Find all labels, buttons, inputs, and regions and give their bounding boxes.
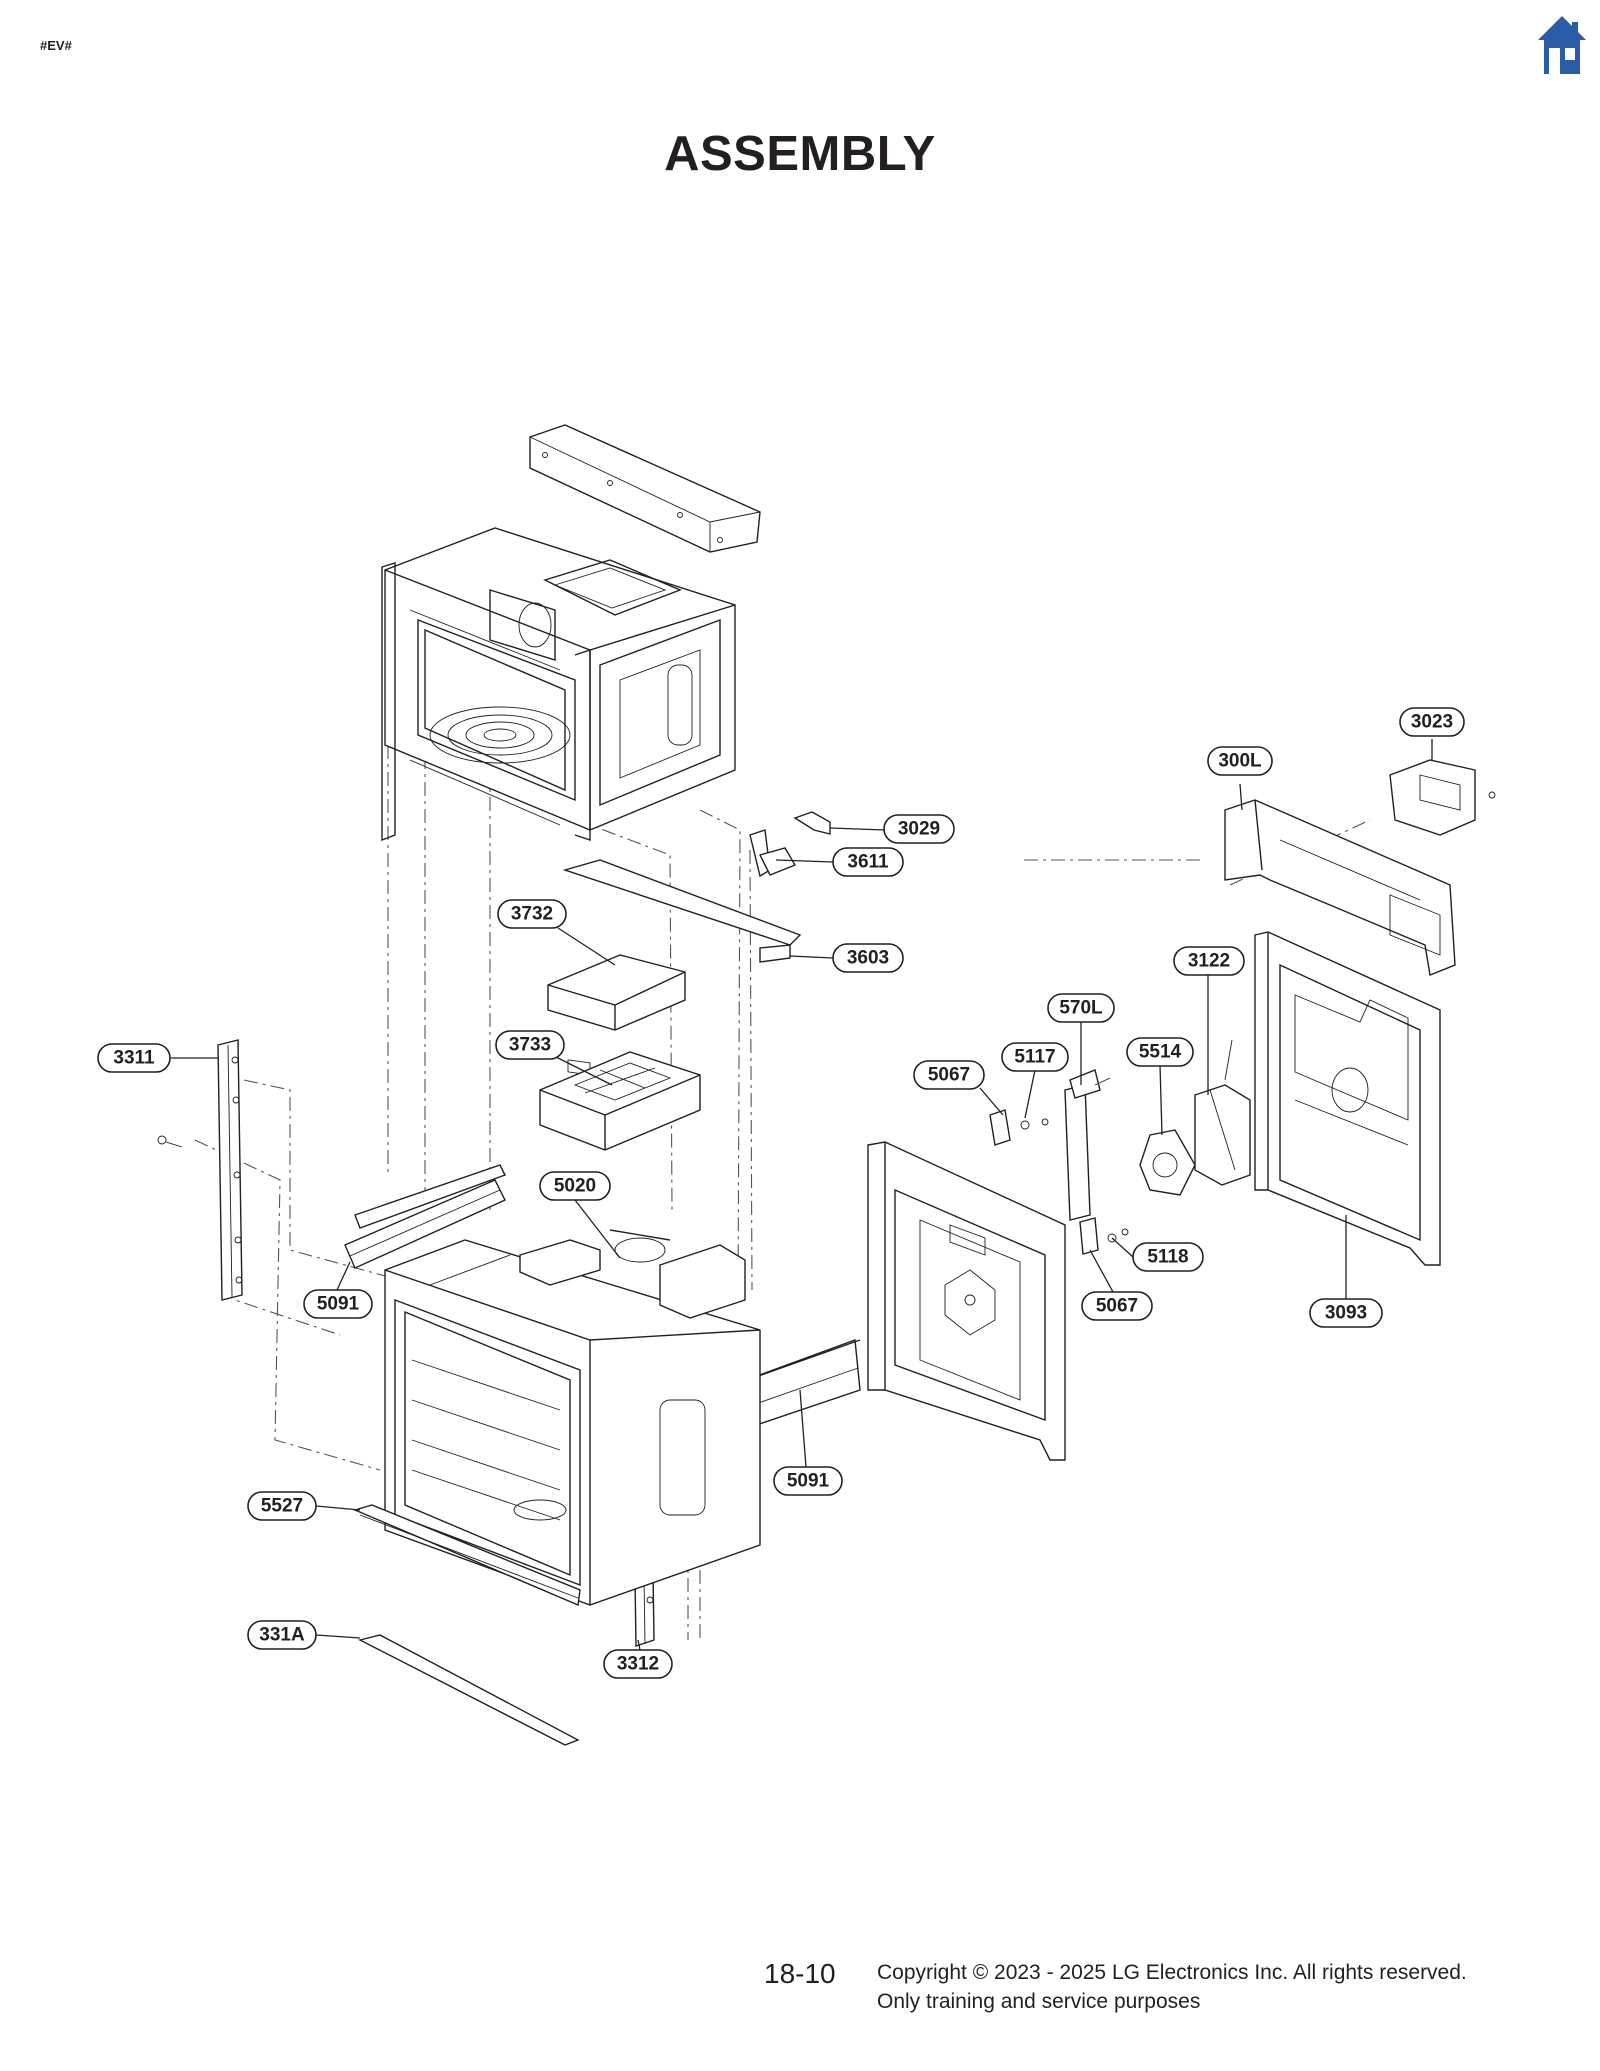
svg-text:3611: 3611 bbox=[847, 852, 889, 873]
heater-3122-part bbox=[1194, 1039, 1251, 1186]
callout-5117: 5117 bbox=[1001, 1042, 1069, 1072]
svg-text:3732: 3732 bbox=[511, 904, 553, 925]
page-number: 18-10 bbox=[764, 1958, 836, 1989]
callout-3733: 3733 bbox=[495, 1030, 565, 1060]
top-cover-part bbox=[529, 424, 761, 553]
callout-3732: 3732 bbox=[497, 899, 567, 929]
svg-text:3029: 3029 bbox=[898, 819, 940, 840]
trim-5527-part bbox=[352, 1504, 581, 1607]
usage-note: Only training and service purposes bbox=[877, 1990, 1201, 2013]
sensor-570L-part bbox=[1064, 1069, 1111, 1221]
svg-text:5527: 5527 bbox=[261, 1496, 303, 1517]
callout-5020: 5020 bbox=[539, 1171, 611, 1201]
svg-text:3603: 3603 bbox=[847, 948, 889, 969]
svg-text:3122: 3122 bbox=[1188, 951, 1230, 972]
trim-5091-left-part bbox=[344, 1164, 506, 1269]
motor-5514-part bbox=[1139, 1129, 1196, 1196]
callout-3311: 3311 bbox=[97, 1043, 171, 1073]
callout-3603: 3603 bbox=[832, 943, 904, 973]
callout-5514: 5514 bbox=[1126, 1037, 1194, 1067]
back-panel-3093-part bbox=[1254, 931, 1441, 1266]
svg-text:5091: 5091 bbox=[317, 1294, 360, 1315]
svg-text:5067: 5067 bbox=[928, 1065, 970, 1086]
module-3732-part bbox=[547, 954, 686, 1076]
callout-5091-right: 5091 bbox=[773, 1466, 843, 1496]
svg-text:300L: 300L bbox=[1218, 751, 1262, 772]
svg-text:3733: 3733 bbox=[509, 1035, 551, 1056]
vent-cover-3023-part bbox=[1389, 759, 1496, 836]
callout-5091-left: 5091 bbox=[303, 1289, 373, 1319]
callout-5118: 5118 bbox=[1132, 1242, 1204, 1272]
document-tag: #EV# bbox=[40, 38, 72, 53]
bracket-3603-part bbox=[562, 859, 802, 963]
rear-panel-part bbox=[867, 1141, 1066, 1461]
svg-text:3312: 3312 bbox=[617, 1654, 659, 1675]
copyright-notice: Copyright © 2023 - 2025 LG Electronics I… bbox=[877, 1958, 1467, 2016]
svg-text:331A: 331A bbox=[259, 1625, 305, 1646]
svg-text:3311: 3311 bbox=[113, 1048, 155, 1069]
small-bracket-5067-upper-part bbox=[989, 1109, 1049, 1146]
svg-text:570L: 570L bbox=[1059, 998, 1103, 1019]
small-bracket-5067-lower-part bbox=[1079, 1217, 1129, 1255]
svg-text:3093: 3093 bbox=[1325, 1303, 1367, 1324]
callout-3023: 3023 bbox=[1399, 707, 1465, 737]
callout-5067-upper: 5067 bbox=[913, 1060, 985, 1090]
callout-3312: 3312 bbox=[603, 1649, 673, 1679]
svg-text:5117: 5117 bbox=[1014, 1047, 1055, 1068]
side-rail-3311-part bbox=[157, 1039, 243, 1301]
callout-3029: 3029 bbox=[883, 814, 955, 844]
svg-text:5091: 5091 bbox=[787, 1471, 830, 1492]
callout-5527: 5527 bbox=[247, 1491, 317, 1521]
callout-3122: 3122 bbox=[1173, 946, 1245, 976]
cover-300L-part bbox=[1224, 799, 1456, 976]
svg-text:5514: 5514 bbox=[1139, 1042, 1182, 1063]
home-icon[interactable] bbox=[1536, 14, 1588, 76]
callout-3093: 3093 bbox=[1309, 1298, 1383, 1328]
svg-text:5067: 5067 bbox=[1096, 1296, 1138, 1317]
callout-570L: 570L bbox=[1047, 993, 1115, 1023]
lower-oven-cavity-part bbox=[384, 1229, 761, 1606]
upper-oven-cavity-part bbox=[381, 527, 736, 842]
module-3733-part bbox=[539, 1051, 701, 1151]
strip-331A-part bbox=[358, 1634, 580, 1746]
copyright-text: Copyright © 2023 - 2025 LG Electronics I… bbox=[877, 1961, 1467, 1984]
callout-3611: 3611 bbox=[832, 847, 904, 877]
callout-5067-lower: 5067 bbox=[1081, 1291, 1153, 1321]
svg-text:5020: 5020 bbox=[554, 1176, 596, 1197]
callout-300L: 300L bbox=[1207, 746, 1273, 776]
bracket-3611-part bbox=[749, 829, 797, 878]
svg-text:5118: 5118 bbox=[1147, 1247, 1188, 1268]
leader-lines bbox=[171, 739, 1433, 1651]
callout-331A: 331A bbox=[247, 1620, 317, 1650]
bracket-3029-part bbox=[793, 811, 886, 835]
page-title: ASSEMBLY bbox=[664, 127, 936, 181]
svg-text:3023: 3023 bbox=[1411, 712, 1453, 733]
